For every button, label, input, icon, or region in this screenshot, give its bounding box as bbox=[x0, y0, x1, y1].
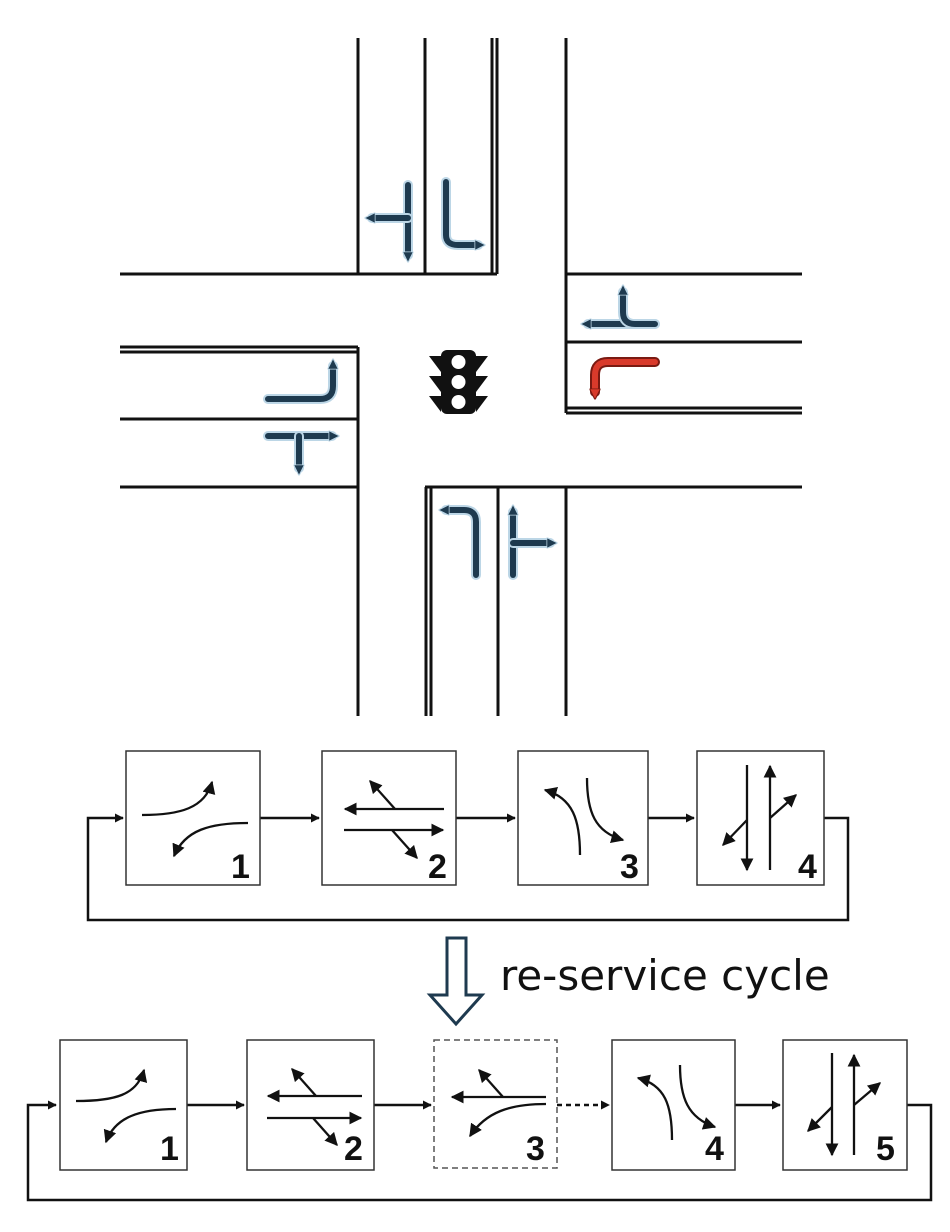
phase-number: 4 bbox=[798, 848, 817, 886]
cycle-loop-arrow bbox=[86, 813, 850, 922]
phase-box: 5 bbox=[782, 1039, 908, 1171]
phase-number: 2 bbox=[344, 1130, 363, 1168]
phase-box: 4 bbox=[611, 1039, 736, 1171]
phase-box: 4 bbox=[696, 750, 825, 886]
south-lane1-arrow-icon bbox=[446, 510, 481, 580]
intersection bbox=[120, 38, 802, 716]
reservice-cycle: 1 2 3 bbox=[26, 1039, 933, 1202]
phase-number: 3 bbox=[620, 848, 639, 886]
south-lane2-arrow-icon bbox=[513, 512, 550, 580]
east-lane1-arrow-icon bbox=[588, 292, 660, 324]
north-lane2-arrow-icon bbox=[441, 177, 478, 245]
reservice-phase-box: 3 bbox=[433, 1039, 558, 1169]
phase-box: 2 bbox=[246, 1039, 375, 1171]
transition-label: re-service cycle bbox=[500, 951, 830, 1000]
phase-number: 1 bbox=[160, 1130, 179, 1168]
cycle-loop-arrow bbox=[26, 1100, 933, 1202]
west-lane2-arrow-icon bbox=[263, 436, 332, 468]
down-arrow-icon bbox=[426, 936, 486, 1027]
phase-number: 2 bbox=[428, 848, 447, 886]
original-cycle: 1 2 3 bbox=[86, 750, 850, 922]
phase-box: 1 bbox=[125, 750, 261, 886]
east-lane2-highlighted-arrow-icon bbox=[595, 357, 660, 392]
phase-box: 2 bbox=[321, 750, 457, 886]
transition: re-service cycle bbox=[426, 936, 830, 1027]
phase-number: 1 bbox=[231, 848, 250, 886]
phase-box: 1 bbox=[59, 1039, 188, 1171]
phase-box: 3 bbox=[517, 750, 649, 886]
phase-number: 5 bbox=[876, 1130, 895, 1168]
phase-number: 4 bbox=[705, 1130, 724, 1168]
west-lane1-arrow-icon bbox=[263, 366, 333, 404]
north-lane1-arrow-icon bbox=[372, 180, 408, 255]
traffic-light-icon bbox=[429, 350, 488, 414]
phase-number: 3 bbox=[526, 1130, 545, 1168]
